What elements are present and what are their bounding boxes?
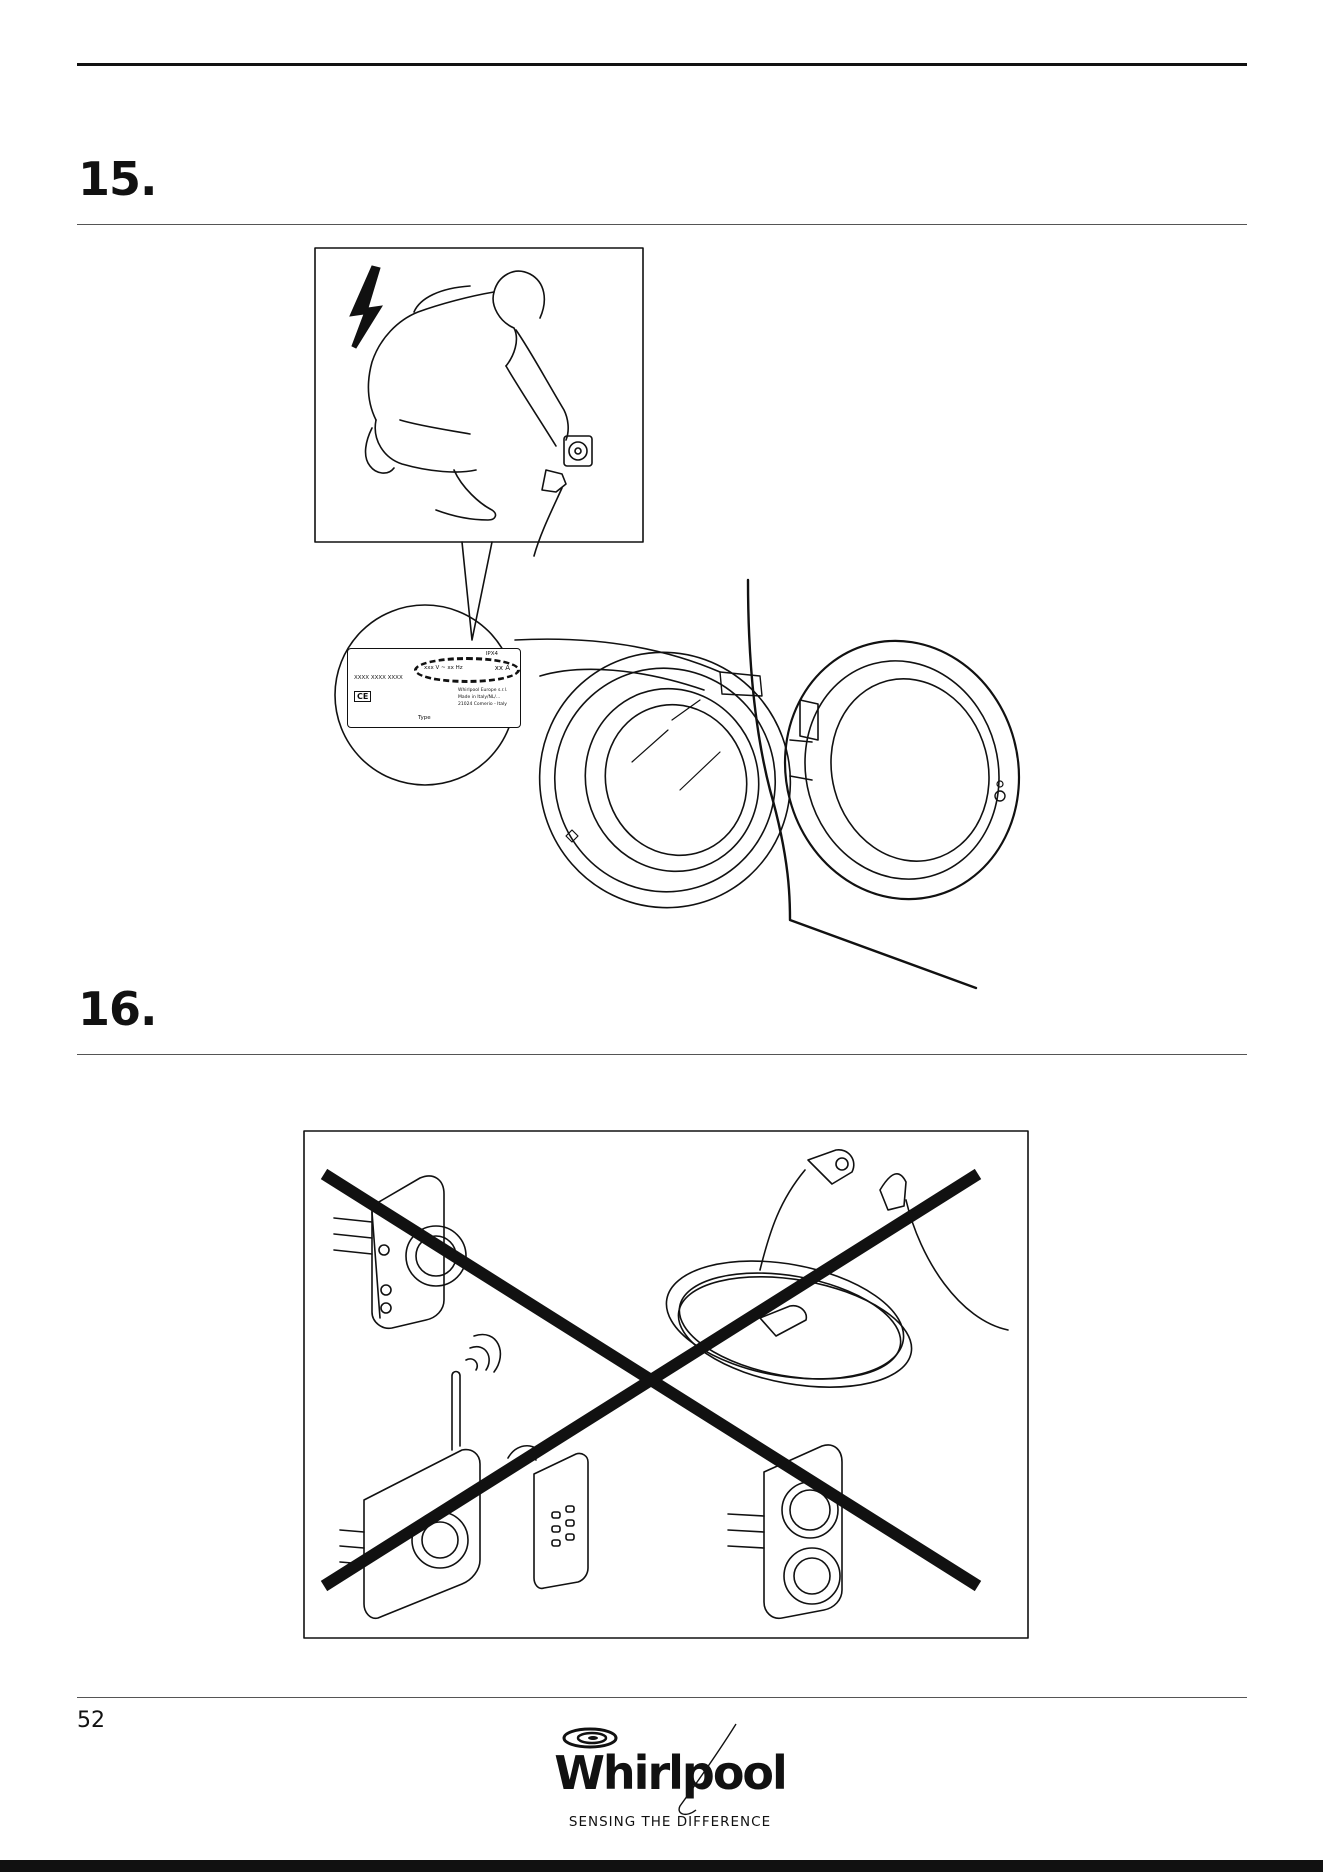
step-number-15: 15. <box>78 152 157 206</box>
rating-plate-code: XXXX XXXX XXXX <box>354 675 403 682</box>
ce-mark-icon: CE <box>354 691 371 702</box>
wireless-adapter-drawing <box>340 1335 500 1619</box>
magnifier-leader-lines <box>515 639 720 690</box>
rating-plate-ip: IPX4 <box>486 651 498 658</box>
rating-plate-maker-3: 21024 Comerio - Italy <box>458 701 507 708</box>
page-number: 52 <box>77 1708 105 1733</box>
bottom-bar <box>0 1860 1323 1872</box>
step-15-illustration <box>0 240 1323 1020</box>
rating-plate: IPX4 xxx V ~ xx Hz xx A XXXX XXXX XXXX C… <box>347 648 521 728</box>
rating-plate-maker-1: Whirlpool Europe s.r.l. <box>458 687 507 694</box>
step-16-rule <box>77 1054 1247 1055</box>
rating-plate-type: Type <box>418 715 431 722</box>
footer-rule <box>77 1697 1247 1698</box>
wall-socket-drawing <box>564 436 592 466</box>
lightning-icon <box>350 266 382 348</box>
callout-pointer <box>462 542 492 640</box>
rating-highlight-oval <box>414 657 520 683</box>
top-rule <box>77 63 1247 66</box>
brand-name: Whirlpool <box>554 1746 786 1800</box>
rating-plate-maker-2: Made in Italy/NL/... <box>458 694 500 701</box>
step-number-16: 16. <box>78 982 157 1036</box>
step-15-rule <box>77 224 1247 225</box>
step-16-illustration <box>0 1120 1323 1640</box>
brand-logo: Whirlpool SENSING THE DIFFERENCE <box>520 1720 820 1830</box>
person-unplugging-figure <box>366 271 569 556</box>
